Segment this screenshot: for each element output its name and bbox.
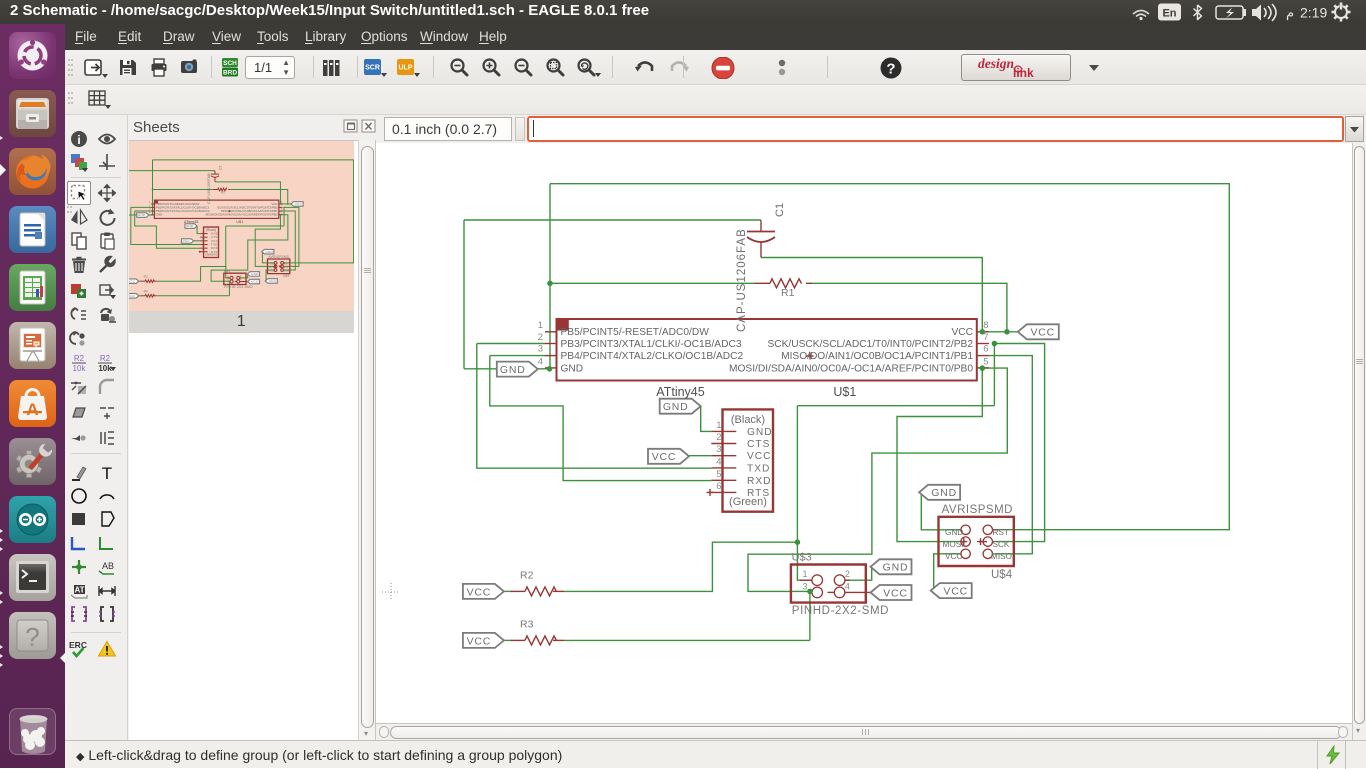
svg-text:SCR: SCR <box>365 65 380 72</box>
svg-text:En: En <box>1162 8 1176 20</box>
svg-text:A: A <box>26 400 38 419</box>
svg-text:10k: 10k <box>98 364 112 373</box>
svg-text:?: ? <box>25 622 39 652</box>
svg-text:T: T <box>102 464 112 483</box>
svg-text:2:19: 2:19 <box>1300 5 1327 21</box>
svg-text:AB: AB <box>102 561 114 571</box>
svg-text:AT: AT <box>74 586 84 595</box>
svg-text:ERC: ERC <box>69 640 87 650</box>
svg-text:ULP: ULP <box>399 65 413 72</box>
svg-text:i: i <box>77 133 80 147</box>
svg-text:SCH: SCH <box>223 60 237 67</box>
svg-text:BRD: BRD <box>223 70 237 77</box>
svg-text:?: ? <box>886 61 895 78</box>
svg-text:م: م <box>1286 5 1294 21</box>
svg-text:R2: R2 <box>74 354 85 363</box>
svg-text:10k: 10k <box>73 364 87 373</box>
svg-text:R2: R2 <box>100 354 111 363</box>
